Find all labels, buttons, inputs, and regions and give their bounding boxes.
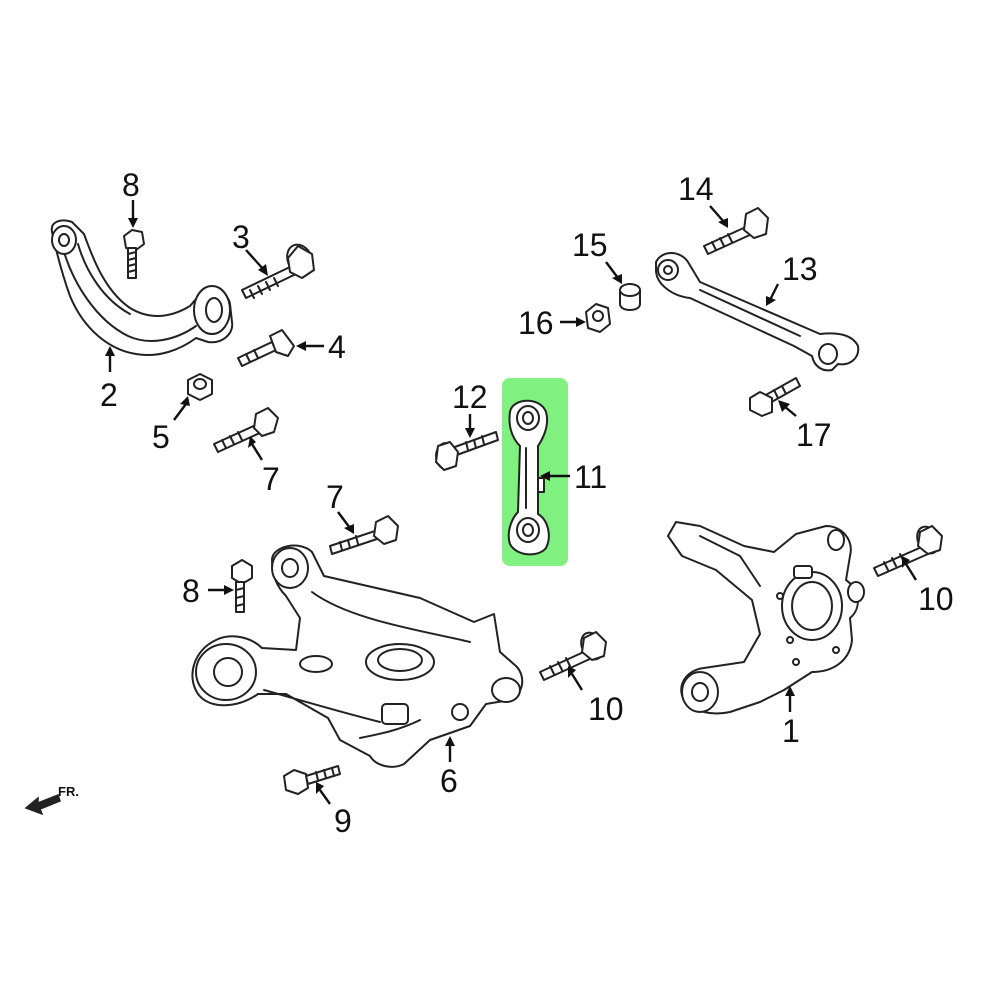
front-arrow-icon (24, 794, 61, 816)
callout-2: 2 (100, 377, 118, 413)
bolt-10-center[interactable] (539, 629, 607, 681)
front-direction-indicator: FR. (24, 784, 79, 816)
callout-3: 3 (232, 219, 250, 255)
bolt-14[interactable] (703, 207, 769, 255)
lateral-link-13[interactable] (655, 252, 860, 372)
subframe-6[interactable] (191, 544, 524, 768)
bolt-9[interactable] (283, 765, 341, 795)
bolt-8-upper[interactable] (123, 229, 145, 279)
callout-6: 6 (440, 763, 458, 799)
nut-5[interactable] (187, 373, 213, 401)
callout-14: 14 (678, 171, 714, 207)
callout-15: 15 (572, 227, 608, 263)
bolt-7-upper[interactable] (213, 407, 279, 453)
leader-lines (105, 200, 918, 805)
callout-17: 17 (796, 417, 832, 453)
callout-16: 16 (518, 305, 554, 341)
bolt-17[interactable] (749, 377, 801, 417)
callout-10-right: 10 (918, 581, 954, 617)
cam-bolt-4[interactable] (237, 329, 295, 367)
bolt-8-lower[interactable] (231, 559, 253, 613)
callout-8-upper: 8 (122, 167, 140, 203)
callout-5: 5 (152, 419, 170, 455)
callout-8-lower: 8 (182, 573, 200, 609)
bolt-7-lower[interactable] (329, 515, 399, 555)
bushing-15[interactable] (619, 283, 641, 311)
callout-10-center: 10 (588, 691, 624, 727)
callout-7-lower: 7 (326, 479, 344, 515)
callout-7-upper: 7 (262, 461, 280, 497)
callout-numbers: 8 3 4 2 5 7 14 15 13 16 17 12 11 7 8 10 … (100, 167, 954, 839)
upper-control-arm[interactable] (50, 219, 234, 356)
callout-12: 12 (452, 379, 488, 415)
callout-11[interactable]: 11 (574, 459, 607, 495)
callout-9: 9 (334, 803, 352, 839)
toe-link-11[interactable] (507, 399, 550, 556)
callout-13: 13 (782, 251, 818, 287)
front-label: FR. (58, 784, 79, 799)
knuckle-1[interactable] (667, 521, 865, 715)
callout-1: 1 (782, 713, 800, 749)
bolt-3[interactable] (241, 240, 318, 299)
nut-16[interactable] (585, 303, 611, 333)
callout-4: 4 (328, 329, 346, 365)
bolt-12[interactable] (435, 431, 499, 471)
